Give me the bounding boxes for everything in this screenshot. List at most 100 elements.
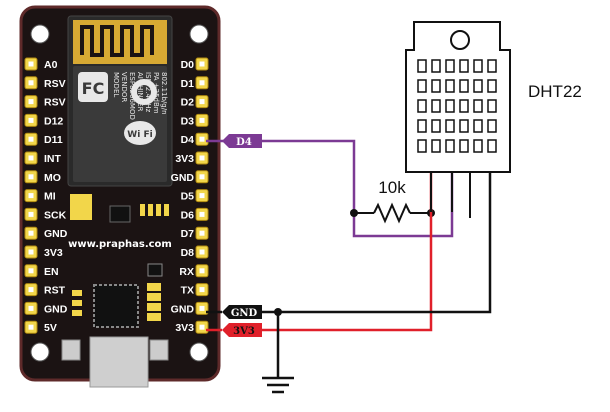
pin-l-a0: A0 xyxy=(24,57,58,71)
pin-label: GND xyxy=(44,303,68,315)
pin-r-rx: RX xyxy=(179,264,209,278)
button xyxy=(61,339,81,361)
svg-text:FC: FC xyxy=(82,79,105,98)
pin-label: D5 xyxy=(181,191,195,203)
grill-slot xyxy=(459,59,469,73)
grill-slot xyxy=(487,79,497,93)
grill-slot xyxy=(487,139,497,153)
vcc-wire xyxy=(262,172,433,332)
resistor-label: 10k xyxy=(378,178,406,197)
grill-slot xyxy=(417,99,427,113)
pin-r-d8: D8 xyxy=(181,245,209,259)
pin-l-gnd: GND xyxy=(24,226,68,240)
component xyxy=(109,205,131,223)
svg-text:GND: GND xyxy=(231,308,258,319)
module-text-line: ISM 2.4GHz xyxy=(144,72,152,113)
grill-slot xyxy=(445,59,455,73)
pin-r-gnd: GND xyxy=(171,170,209,184)
grill-slot xyxy=(487,99,497,113)
pin-label: D1 xyxy=(181,78,195,90)
pin-label: RST xyxy=(44,285,66,297)
pin-r-d3: D3 xyxy=(181,113,209,127)
resistor xyxy=(373,202,411,224)
pin-r-d4: D4 xyxy=(181,132,209,146)
pin-r-d0: D0 xyxy=(181,57,209,71)
mount-hole xyxy=(189,342,209,362)
grill-slot xyxy=(417,119,427,133)
pin-label: D2 xyxy=(181,97,195,109)
module-text-line: PA +25dBm xyxy=(152,72,160,114)
antenna-trace xyxy=(80,25,154,57)
pin-label: D3 xyxy=(181,115,195,127)
mount-hole xyxy=(30,342,50,362)
sensor-grill xyxy=(417,59,497,153)
fcc-logo: FC xyxy=(78,72,108,102)
svg-text:3V3: 3V3 xyxy=(233,326,255,337)
pin-l-d12: D12 xyxy=(24,113,63,127)
pin-r-tx: TX xyxy=(181,283,209,297)
pin-r-3v3: 3V3 xyxy=(175,320,209,334)
module-text-line: AI-THINKER xyxy=(136,72,144,112)
pin-label: 3V3 xyxy=(44,247,63,259)
pin-r-3v3: 3V3 xyxy=(175,151,209,165)
pin-l-gnd: GND xyxy=(24,301,68,315)
grill-slot xyxy=(473,59,483,73)
grill-slot xyxy=(445,79,455,93)
board-url: www.praphas.com xyxy=(68,239,172,250)
pin-r-d7: D7 xyxy=(181,226,209,240)
grill-slot xyxy=(473,139,483,153)
dht22-sensor xyxy=(405,21,511,218)
pin-label: RSV xyxy=(44,78,66,90)
pin-r-d6: D6 xyxy=(181,207,209,221)
pin-label: EN xyxy=(44,266,59,278)
pin-l-d11: D11 xyxy=(24,132,63,146)
grill-slot xyxy=(459,99,469,113)
pin-l-sck: SCK xyxy=(24,207,67,221)
pin-label: 5V xyxy=(44,322,57,334)
grill-slot xyxy=(459,79,469,93)
grill-slot xyxy=(417,79,427,93)
grill-slot xyxy=(431,99,441,113)
pin-label: A0 xyxy=(44,59,58,71)
pin-l-rst: RST xyxy=(24,283,66,297)
tag-3v3: 3V3 xyxy=(222,323,262,337)
svg-text:Wi Fi: Wi Fi xyxy=(127,130,152,140)
pin-label: INT xyxy=(44,153,62,165)
grill-slot xyxy=(417,139,427,153)
pin-l-5v: 5V xyxy=(24,320,57,334)
pin-l-en: EN xyxy=(24,264,59,278)
grill-slot xyxy=(473,99,483,113)
pin-label: D0 xyxy=(181,59,195,71)
pin-label: D12 xyxy=(44,115,63,127)
pin-l-3v3: 3V3 xyxy=(24,245,63,259)
pin-label: RSV xyxy=(44,97,66,109)
grill-slot xyxy=(431,139,441,153)
pin-label: GND xyxy=(44,228,68,240)
sensor-label: DHT22 xyxy=(528,82,582,101)
data-wire xyxy=(262,139,454,238)
module-text-line: 802.11b/g/n xyxy=(160,72,168,115)
pin-label: D6 xyxy=(181,209,195,221)
module-text-line: MODEL xyxy=(112,72,120,97)
pin-r-d1: D1 xyxy=(181,76,209,90)
pin-label: TX xyxy=(181,285,194,297)
tag-gnd: GND xyxy=(222,305,262,319)
pin-l-int: INT xyxy=(24,151,62,165)
svg-text:D4: D4 xyxy=(236,137,252,148)
pin-label: D8 xyxy=(181,247,195,259)
tag-d4: D4 xyxy=(222,134,262,148)
grill-slot xyxy=(473,79,483,93)
grill-slot xyxy=(445,99,455,113)
grill-slot xyxy=(459,139,469,153)
component xyxy=(70,194,92,220)
grill-slot xyxy=(459,119,469,133)
grill-slot xyxy=(487,119,497,133)
pin-label: D4 xyxy=(181,134,195,146)
grill-slot xyxy=(431,79,441,93)
grill-slot xyxy=(445,139,455,153)
pin-label: D7 xyxy=(181,228,195,240)
